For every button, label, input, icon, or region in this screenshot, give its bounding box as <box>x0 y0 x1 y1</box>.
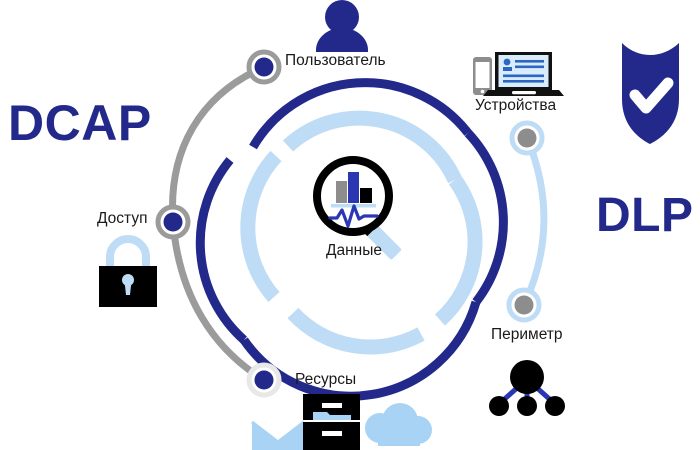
brand-label-dlp: DLP <box>596 189 694 242</box>
inner-lightblue-ring <box>240 110 483 355</box>
node-label-perimeter: Периметр <box>491 326 563 343</box>
connector-left-lower <box>169 218 268 384</box>
connector-left-upper <box>168 63 268 226</box>
lightblue-arc-right <box>434 175 483 326</box>
lightblue-arc-left <box>240 150 282 302</box>
brand-label-dcap: DCAP <box>8 95 152 151</box>
node-label-devices: Устройства <box>475 97 557 114</box>
check-mark <box>629 77 674 114</box>
navy-arc-right <box>464 129 508 305</box>
node-label-access: Доступ <box>97 210 148 227</box>
node-label-user: Пользователь <box>285 52 386 69</box>
lightblue-arc-bottom <box>287 307 425 355</box>
node-dot-perimeter[interactable] <box>506 287 542 323</box>
node-label-resources: Ресурсы <box>295 371 357 388</box>
navy-arc-left <box>195 157 247 344</box>
bar-black <box>360 188 372 203</box>
node-dot-devices[interactable] <box>509 120 545 156</box>
bar-gray <box>336 181 347 203</box>
resources-icon <box>251 394 432 450</box>
lightblue-arc-top <box>282 110 462 184</box>
bar-blue <box>348 172 359 203</box>
pulse-line <box>328 204 379 228</box>
node-dot-resources[interactable] <box>246 362 282 398</box>
navy-arc-top <box>249 78 472 150</box>
network-nodes-icon <box>489 360 565 416</box>
user-icon <box>316 0 368 52</box>
shield-check-icon <box>622 43 679 144</box>
connector-right <box>520 134 548 309</box>
cloud-shape <box>365 403 432 446</box>
magnifier-analytics-icon <box>313 156 402 260</box>
lock-icon <box>99 235 157 307</box>
node-dot-access[interactable] <box>155 204 191 240</box>
center-label-data: Данные <box>326 242 382 259</box>
node-dot-user[interactable] <box>246 49 282 85</box>
devices-icon <box>473 52 564 96</box>
